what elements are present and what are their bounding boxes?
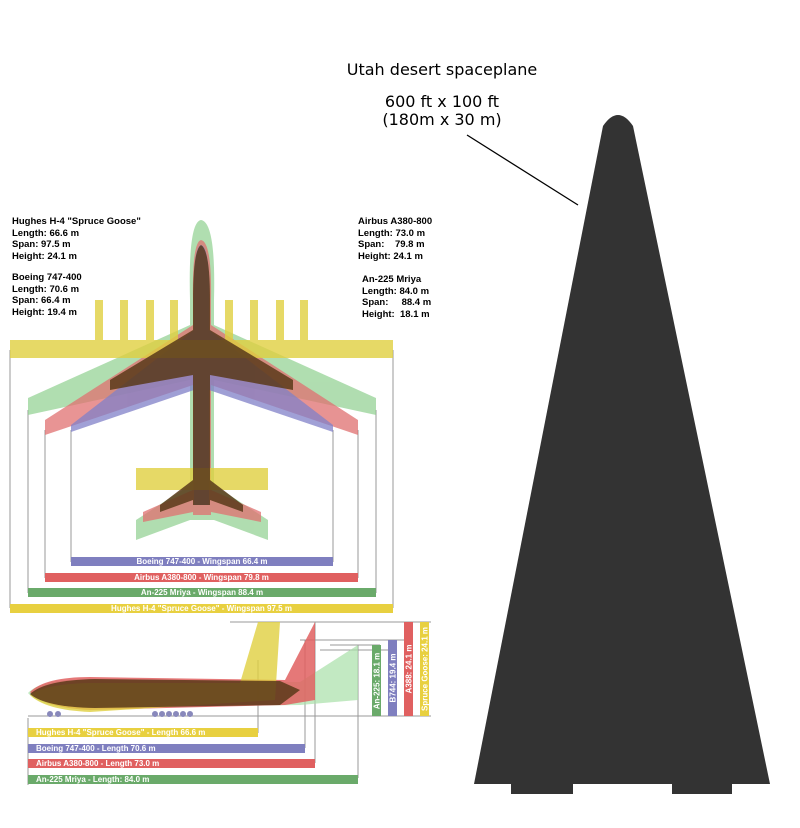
wingspan-bar-spruce-goose: Hughes H-4 "Spruce Goose" - Wingspan 97.… xyxy=(10,604,393,613)
height-bar-b747: B744: 19.4 m xyxy=(388,640,397,716)
spaceplane-left-foot xyxy=(511,780,573,794)
wingspan-bar-an225: An-225 Mriya - Wingspan 88.4 m xyxy=(28,588,376,597)
b747-side-view xyxy=(30,679,300,708)
length-bar-a380: Airbus A380-800 - Length 73.0 m xyxy=(28,759,315,768)
wingspan-bar-a380: Airbus A380-800 - Wingspan 79.8 m xyxy=(45,573,358,582)
a380-specs: Airbus A380-800 Length: 73.0 m Span: 79.… xyxy=(358,216,433,262)
b747-specs: Boeing 747-400 Length: 70.6 m Span: 66.4… xyxy=(12,272,82,318)
wingspan-bar-b747: Boeing 747-400 - Wingspan 66.4 m xyxy=(71,557,333,566)
wingspan-guide-lines xyxy=(9,350,394,608)
length-bar-b747: Boeing 747-400 - Length 70.6 m xyxy=(28,744,305,753)
spaceplane-dims-ft: 600 ft x 100 ft xyxy=(384,92,500,111)
length-bar-an225: An-225 Mriya - Length: 84.0 m xyxy=(28,775,358,784)
height-bar-spruce-goose: Spruce Goose: 24.1 m xyxy=(420,622,429,716)
landing-gear xyxy=(47,711,193,717)
spaceplane-title: Utah desert spaceplane xyxy=(346,60,538,79)
spaceplane-dims-m: (180m x 30 m) xyxy=(382,110,502,129)
length-bar-spruce-goose: Hughes H-4 "Spruce Goose" - Length 66.6 … xyxy=(28,728,258,737)
spaceplane-silhouette xyxy=(474,115,770,784)
spaceplane-right-foot xyxy=(672,780,732,794)
height-bar-an225: An-225: 18.1 m xyxy=(372,645,381,716)
an225-specs: An-225 Mriya Length: 84.0 m Span: 88.4 m… xyxy=(362,274,432,320)
height-bar-a380: A388: 24.1 m xyxy=(404,622,413,716)
spaceplane-pointer-line xyxy=(466,134,579,206)
spruce-goose-specs: Hughes H-4 "Spruce Goose" Length: 66.6 m… xyxy=(12,216,141,262)
overlap-fuselage xyxy=(110,245,293,512)
